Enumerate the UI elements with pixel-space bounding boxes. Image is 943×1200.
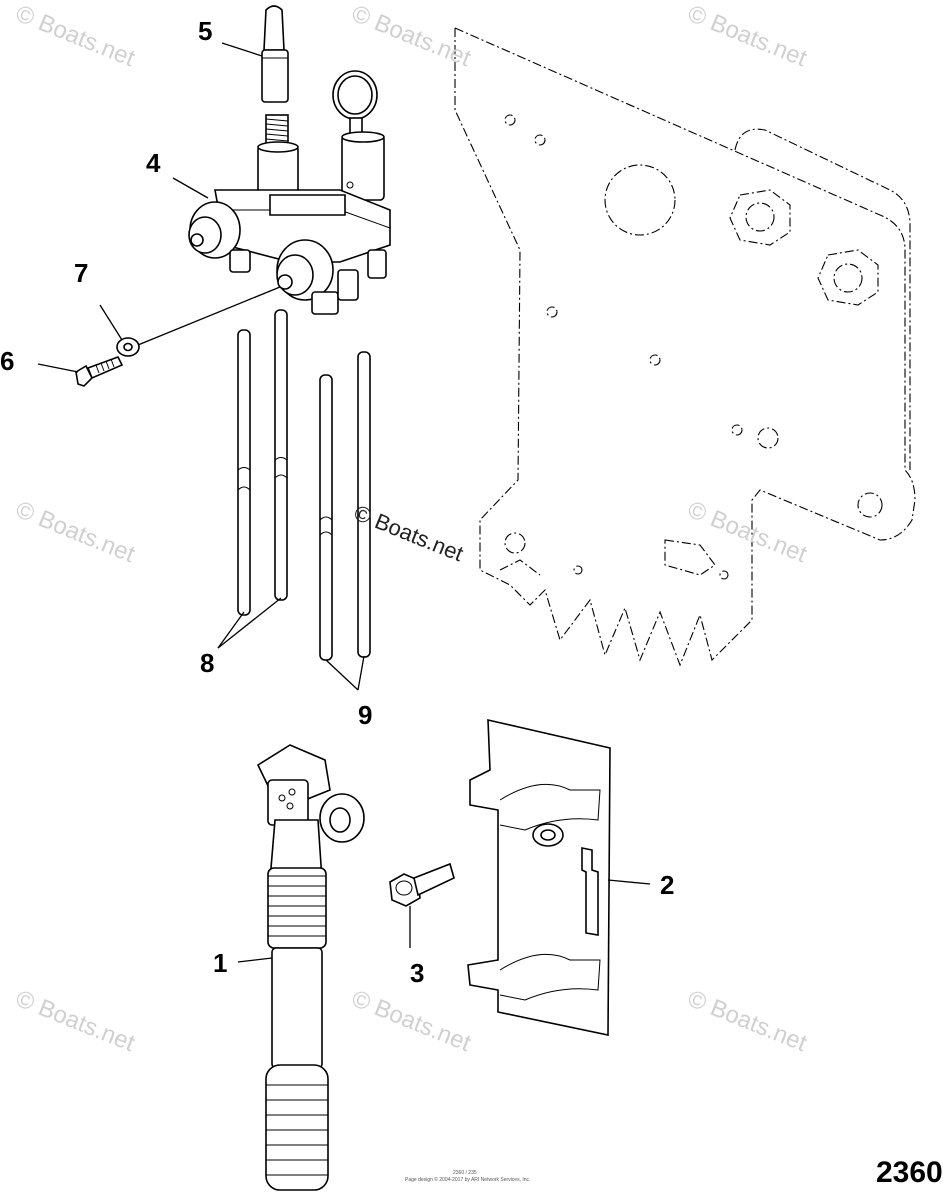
part-2-plate <box>467 718 611 1036</box>
part-1-handle <box>256 744 365 1191</box>
bracket-phantom-outline <box>454 27 916 667</box>
diagram-number: 2360 <box>876 1156 943 1189</box>
callout-3: 3 <box>410 958 425 988</box>
part-6-screw <box>75 356 124 387</box>
callout-4: 4 <box>146 148 161 178</box>
callout-2: 2 <box>660 870 675 900</box>
callout-1: 1 <box>213 948 228 978</box>
part-5-cap <box>261 5 289 103</box>
copyright-line-1: 2360 / 235 <box>453 1170 477 1176</box>
callout-9: 9 <box>358 700 373 730</box>
callout-6: 6 <box>0 346 15 376</box>
callout-7: 7 <box>74 258 89 288</box>
copyright-line-2: Page design © 2004-2017 by ARI Network S… <box>405 1177 531 1183</box>
leader-lines <box>37 42 651 963</box>
part-7-washer <box>116 337 140 357</box>
callout-8: 8 <box>200 648 215 678</box>
part-4-valve-body <box>188 70 391 315</box>
part-8-rods <box>237 309 288 616</box>
part-3-bolt <box>389 862 455 907</box>
callout-5: 5 <box>198 16 213 46</box>
